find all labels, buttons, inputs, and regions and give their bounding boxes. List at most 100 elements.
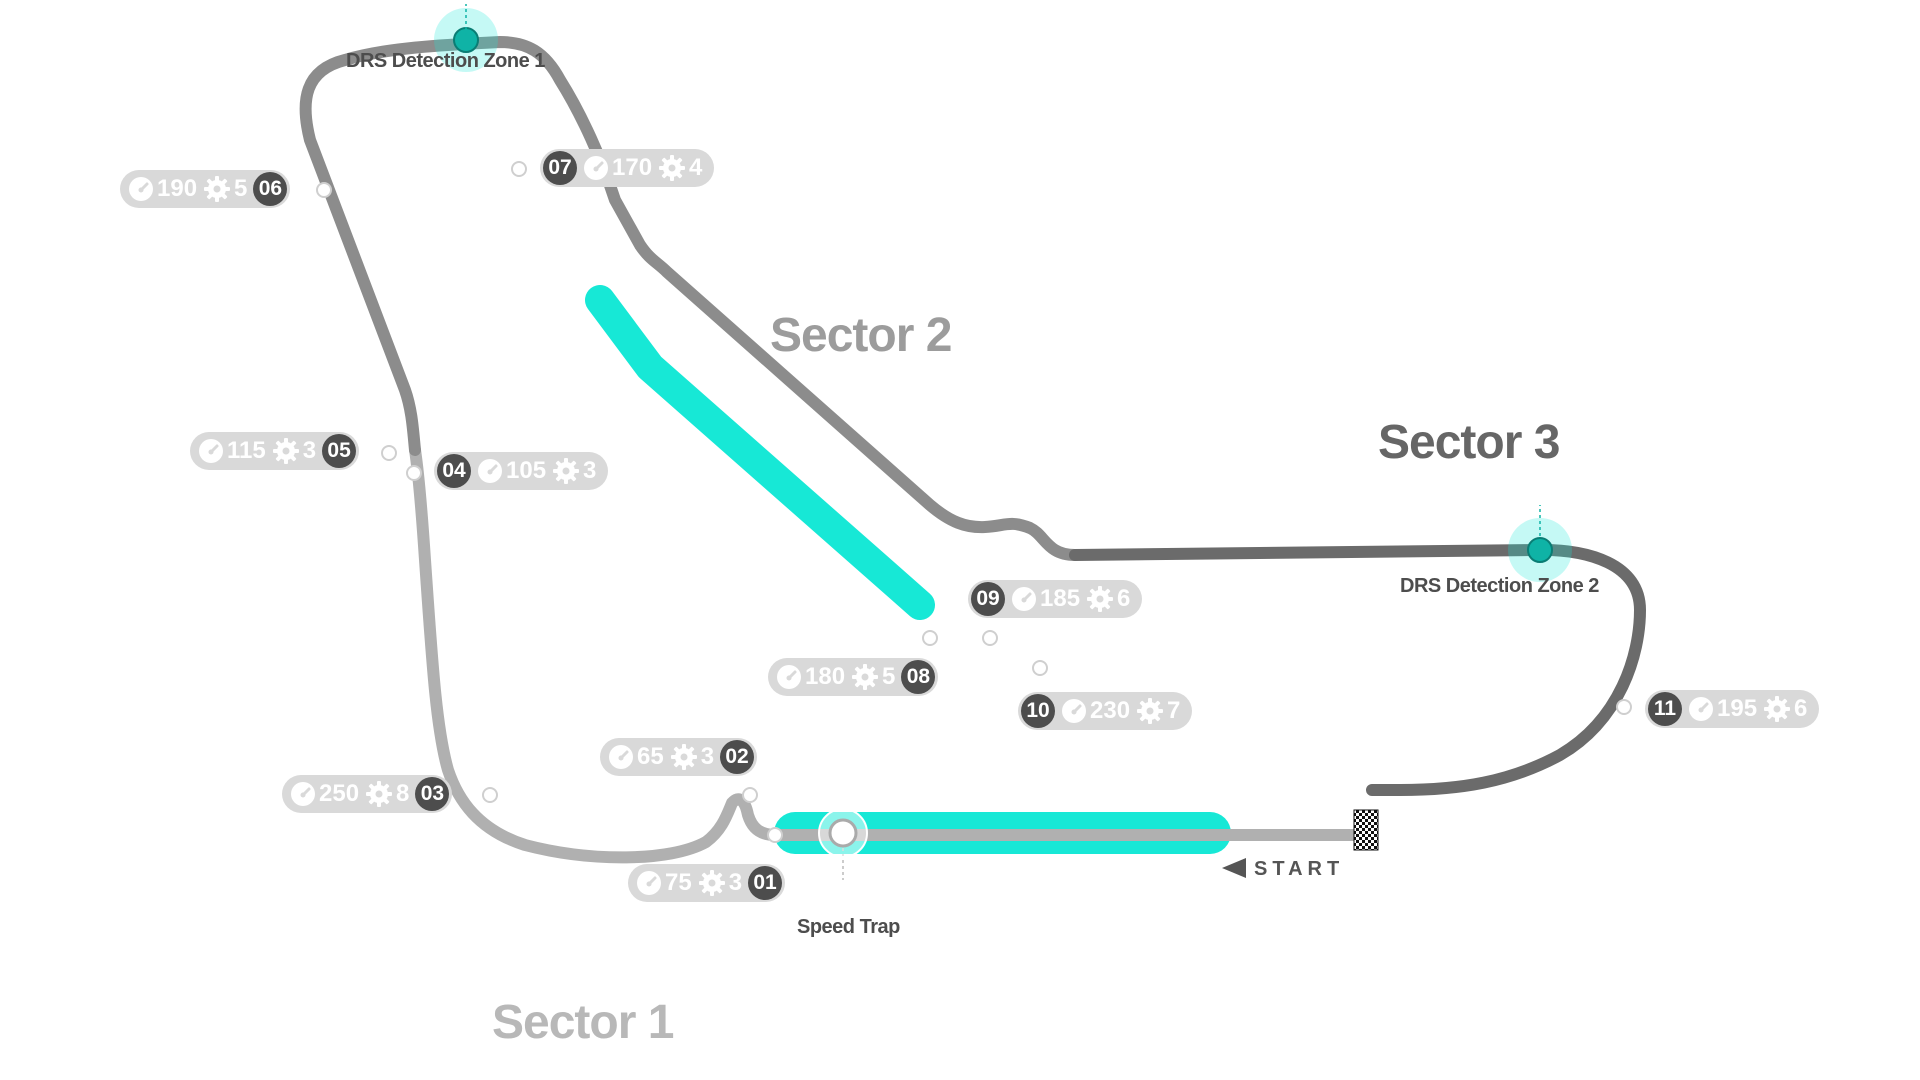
- gear-icon: [659, 155, 686, 181]
- corner-gear-value: 6: [1117, 585, 1131, 612]
- drs-detection-2-label: DRS Detection Zone 2: [1400, 575, 1599, 597]
- drs-detection-1-dot: [453, 27, 479, 53]
- gear-icon: [204, 176, 231, 202]
- corner-number: 06: [253, 172, 288, 206]
- corner-09-info: 09 185 6: [968, 580, 1143, 618]
- corner-speed: 75: [636, 869, 692, 897]
- speed-trap-dot: [828, 818, 858, 848]
- corner-marker-10: [1032, 660, 1048, 676]
- sector-1-label: Sector 1: [492, 996, 674, 1049]
- speedometer-icon: [478, 459, 502, 483]
- corner-04-info: 04 105 3: [434, 452, 609, 490]
- corner-number: 05: [322, 434, 357, 468]
- corner-speed-value: 170: [612, 154, 653, 181]
- corner-marker-02: [742, 787, 758, 803]
- speedometer-icon: [291, 782, 315, 806]
- corner-speed-value: 185: [1040, 585, 1081, 612]
- speedometer-icon: [609, 745, 633, 769]
- gear-icon: [670, 744, 697, 770]
- speed-trap-label: Speed Trap: [797, 916, 900, 938]
- corner-marker-11: [1616, 699, 1632, 715]
- checkered-flag-icon: [1353, 809, 1379, 851]
- track-sector-1: [409, 444, 1378, 864]
- corner-gear-value: 3: [302, 437, 317, 464]
- corner-gear: 3: [272, 437, 316, 465]
- corner-number: 02: [720, 740, 755, 774]
- corner-speed: 65: [608, 743, 664, 771]
- gear-icon: [852, 664, 879, 690]
- corner-number: 01: [748, 866, 783, 900]
- corner-speed-value: 230: [1090, 697, 1131, 724]
- start-label: START: [1254, 858, 1345, 880]
- corner-speed-value: 65: [637, 743, 664, 770]
- corner-speed: 250: [290, 780, 359, 808]
- corner-speed-value: 180: [805, 663, 846, 690]
- corner-gear: 3: [670, 743, 714, 771]
- corner-marker-05: [381, 445, 397, 461]
- start-arrow-icon: [1222, 858, 1246, 878]
- track-sector-3: [1069, 543, 1646, 796]
- corner-speed-value: 190: [157, 175, 198, 202]
- corner-marker-09: [982, 630, 998, 646]
- corner-marker-01: [767, 827, 783, 843]
- gear-icon: [553, 458, 580, 484]
- corner-number: 07: [543, 151, 577, 185]
- corner-gear: 6: [1086, 585, 1130, 613]
- corner-marker-06: [316, 182, 332, 198]
- corner-speed: 195: [1688, 695, 1757, 723]
- speedometer-icon: [1012, 587, 1036, 611]
- corner-marker-08: [922, 630, 938, 646]
- drs-zone-1: [585, 285, 935, 620]
- sector-3-label: Sector 3: [1378, 416, 1560, 469]
- speedometer-icon: [637, 871, 661, 895]
- drs-detection-1-label: DRS Detection Zone 1: [346, 50, 545, 72]
- corner-gear: 6: [1763, 695, 1807, 723]
- corner-speed-value: 195: [1717, 695, 1758, 722]
- speedometer-icon: [1689, 697, 1713, 721]
- corner-number: 10: [1021, 694, 1055, 728]
- sector-2-label: Sector 2: [770, 309, 952, 362]
- corner-gear-value: 8: [396, 780, 410, 807]
- corner-speed: 105: [477, 457, 546, 485]
- corner-gear: 4: [658, 154, 702, 182]
- corner-gear-value: 6: [1794, 695, 1808, 722]
- corner-gear-value: 3: [583, 457, 597, 484]
- corner-gear-value: 5: [234, 175, 248, 202]
- corner-speed: 190: [128, 175, 197, 203]
- speedometer-icon: [129, 177, 153, 201]
- gear-icon: [1764, 696, 1791, 722]
- corner-speed: 115: [198, 437, 266, 465]
- corner-speed-value: 115: [227, 437, 266, 464]
- corner-marker-07: [511, 161, 527, 177]
- corner-gear: 3: [552, 457, 596, 485]
- corner-gear: 8: [365, 780, 409, 808]
- corner-number: 09: [971, 582, 1005, 616]
- corner-marker-03: [482, 787, 498, 803]
- track-sector-2: [299, 36, 1081, 561]
- gear-icon: [272, 438, 299, 464]
- corner-number: 04: [437, 454, 471, 488]
- corner-gear: 5: [203, 175, 247, 203]
- corner-gear-value: 4: [689, 154, 703, 181]
- corner-speed-value: 75: [665, 869, 692, 896]
- corner-number: 03: [415, 777, 450, 811]
- corner-number: 08: [901, 660, 936, 694]
- corner-speed-value: 250: [319, 780, 360, 807]
- corner-speed-value: 105: [506, 457, 547, 484]
- gear-icon: [698, 870, 725, 896]
- corner-gear: 3: [698, 869, 742, 897]
- corner-gear: 7: [1136, 697, 1180, 725]
- corner-speed: 230: [1061, 697, 1130, 725]
- corner-speed: 180: [776, 663, 845, 691]
- gear-icon: [1137, 698, 1164, 724]
- speedometer-icon: [199, 439, 223, 463]
